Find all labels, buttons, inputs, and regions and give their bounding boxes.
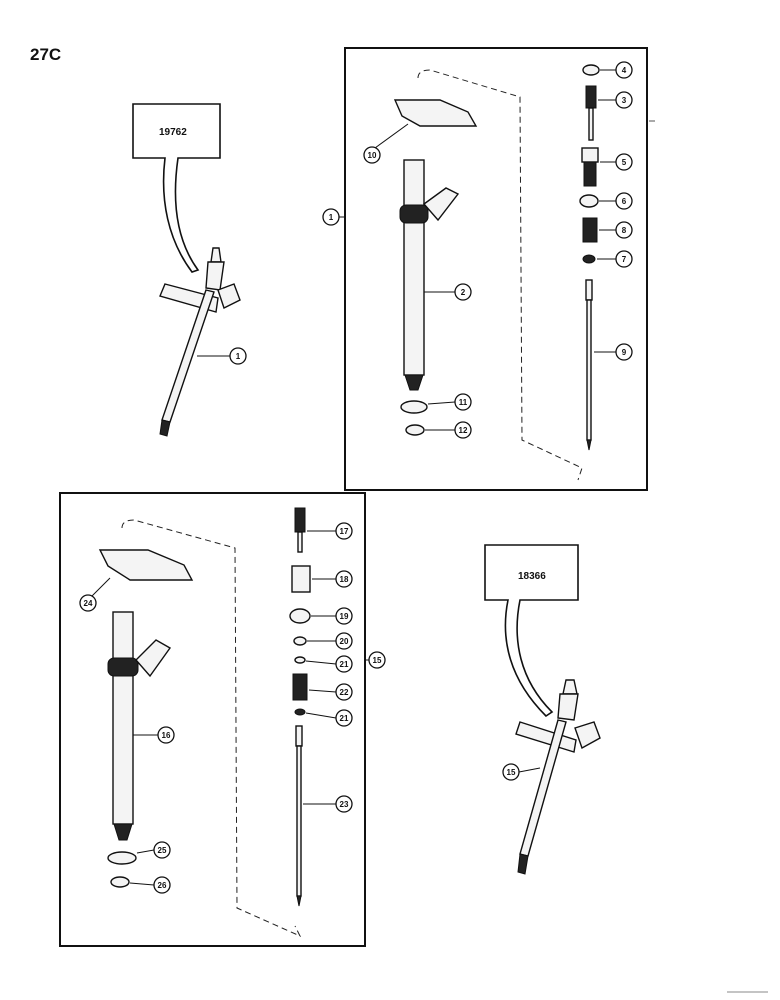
svg-text:6: 6 (622, 197, 627, 206)
svg-text:5: 5 (622, 158, 627, 167)
svg-text:18: 18 (340, 575, 349, 584)
part-4-nut: 4 (582, 61, 633, 79)
part-25-washer: 25 (107, 841, 171, 865)
callout-box-19762: 19762 (132, 103, 221, 273)
svg-text:1: 1 (329, 213, 334, 222)
svg-text:23: 23 (340, 800, 349, 809)
svg-text:11: 11 (459, 398, 468, 407)
part-17-screw: 17 (294, 507, 353, 553)
assembled-injector-left (159, 247, 241, 437)
svg-text:21: 21 (340, 714, 349, 723)
svg-text:4: 4 (622, 66, 627, 75)
exploded-frame-lower (59, 492, 366, 947)
svg-text:15: 15 (373, 656, 382, 665)
part-22-spring: 22 (292, 673, 353, 701)
svg-text:12: 12 (459, 426, 468, 435)
svg-text:21: 21 (340, 660, 349, 669)
part-3-screw: 3 (585, 85, 633, 141)
callout-text-18366: 18366 (518, 571, 546, 582)
part-5-cap-nut: 5 (581, 147, 633, 187)
page-number: 27C (30, 45, 61, 64)
callout-text-19762: 19762 (159, 127, 187, 138)
dashed-group-upper (417, 69, 583, 481)
callout-box-18366: 18366 (484, 544, 579, 718)
svg-text:15: 15 (507, 768, 516, 777)
svg-text:7: 7 (622, 255, 627, 264)
dashed-group-lower (121, 519, 302, 938)
part-18-cap-nut: 18 (291, 565, 353, 593)
svg-text:19: 19 (340, 612, 349, 621)
part-10-bracket: 10 (363, 99, 478, 164)
part-2-nozzle-body: 2 (399, 159, 472, 391)
label-15-right: 15 (502, 763, 541, 781)
part-20-washer: 20 (293, 632, 353, 650)
part-9-needle: 9 (585, 279, 633, 451)
assembled-injector-right (515, 679, 601, 875)
svg-text:3: 3 (622, 96, 627, 105)
part-12-nut: 12 (405, 421, 472, 439)
part-23-needle: 23 (295, 725, 353, 907)
svg-text:24: 24 (84, 599, 93, 608)
label-15-frame: 15 (365, 651, 386, 669)
svg-text:20: 20 (340, 637, 349, 646)
svg-text:9: 9 (622, 348, 627, 357)
svg-text:1: 1 (236, 352, 241, 361)
part-8-spring: 8 (582, 217, 633, 243)
part-24-bracket: 24 (79, 549, 194, 612)
svg-text:26: 26 (158, 881, 167, 890)
part-21-washer-upper: 21 (294, 655, 353, 673)
svg-text:17: 17 (340, 527, 349, 536)
svg-text:8: 8 (622, 226, 627, 235)
part-26-nut: 26 (110, 876, 171, 894)
svg-text:16: 16 (162, 731, 171, 740)
svg-text:22: 22 (340, 688, 349, 697)
label-1-frame: 1 (322, 208, 345, 226)
svg-text:2: 2 (461, 288, 466, 297)
part-16-nozzle-body: 16 (107, 611, 175, 841)
part-19-nut: 19 (289, 607, 353, 625)
svg-text:10: 10 (368, 151, 377, 160)
part-11-washer: 11 (400, 393, 472, 414)
part-21-washer-lower: 21 (294, 708, 353, 727)
svg-text:25: 25 (158, 846, 167, 855)
label-1-left: 1 (197, 347, 247, 365)
part-6-nut: 6 (579, 192, 633, 210)
part-7-washer: 7 (582, 250, 633, 268)
exploded-frame-upper (344, 47, 648, 491)
